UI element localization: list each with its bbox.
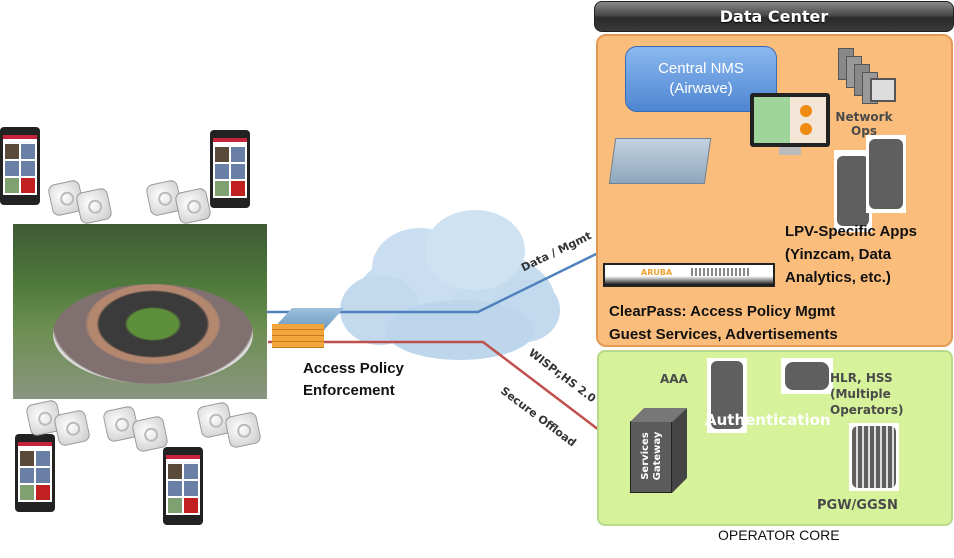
access-point-icon (53, 409, 91, 447)
hlr-hss-label: HLR, HSS (Multiple Operators) (830, 371, 904, 417)
firewall-icon[interactable] (272, 300, 344, 348)
smartphone-icon (210, 130, 250, 208)
smartphone-icon (0, 127, 40, 205)
access-point-icon (75, 187, 113, 225)
internet-cloud-icon (340, 210, 560, 360)
pgw-server-icon[interactable] (849, 423, 899, 491)
services-gateway-icon[interactable]: Services Gateway (630, 421, 672, 493)
access-point-icon (174, 187, 212, 225)
authentication-label: Authentication (705, 411, 831, 429)
smartphone-icon (15, 434, 55, 512)
pgw-label: PGW/GGSN (817, 498, 898, 513)
core-switch-icon (608, 138, 712, 184)
clearpass-appliance-icon[interactable]: ARUBA (603, 263, 775, 287)
access-point-icon (224, 411, 262, 449)
app-server-icon (866, 135, 906, 213)
lpv-apps-label: LPV-Specific Apps (Yinzcam, Data Analyti… (785, 223, 917, 286)
operator-core-title: OPERATOR CORE (718, 527, 840, 543)
access-point-icon (131, 415, 169, 453)
monitor-icon (750, 93, 830, 147)
central-nms-label: Central NMS (658, 60, 744, 77)
monitor-stand-icon (779, 147, 801, 155)
workstations-icon (838, 48, 898, 110)
secure-offload-link (268, 340, 629, 453)
stadium-image (13, 224, 267, 399)
app-server-icon (834, 150, 872, 232)
access-policy-label: Access Policy Enforcement (303, 360, 404, 399)
network-ops-label: Network Ops (835, 110, 893, 138)
aaa-label: AAA (660, 372, 688, 386)
aaa-server-icon[interactable] (707, 358, 747, 433)
hlr-database-icon[interactable] (781, 358, 833, 394)
aruba-logo: ARUBA (641, 268, 673, 277)
services-gateway-label: Services Gateway (640, 431, 663, 481)
central-nms-sublabel: (Airwave) (669, 80, 733, 97)
clearpass-label: ClearPass: Access Policy Mgmt Guest Serv… (609, 303, 838, 343)
data-center-header: Data Center (594, 1, 954, 32)
smartphone-icon (163, 447, 203, 525)
